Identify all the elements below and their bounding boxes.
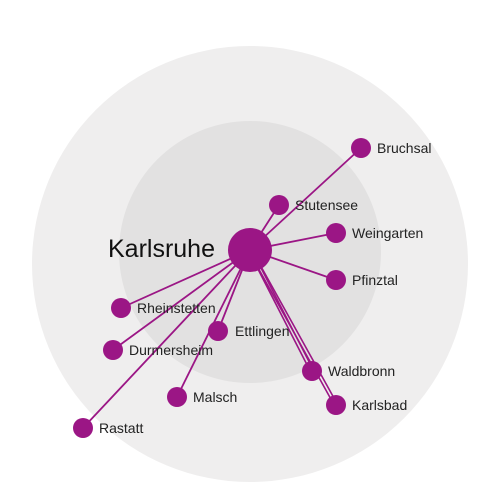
label-stutensee: Stutensee	[295, 197, 358, 213]
label-malsch: Malsch	[193, 389, 237, 405]
node-karlsruhe-hub[interactable]	[228, 228, 272, 272]
edge-bruchsal	[249, 147, 362, 251]
label-rastatt: Rastatt	[99, 420, 143, 436]
label-waldbronn: Waldbronn	[328, 363, 395, 379]
node-stutensee[interactable]	[269, 195, 289, 215]
hub-label: Karlsruhe	[108, 235, 215, 263]
node-malsch[interactable]	[167, 387, 187, 407]
node-rastatt[interactable]	[73, 418, 93, 438]
label-rheinstetten: Rheinstetten	[137, 300, 216, 316]
node-ettlingen[interactable]	[208, 321, 228, 341]
node-karlsbad[interactable]	[326, 395, 346, 415]
node-rheinstetten[interactable]	[111, 298, 131, 318]
label-pfinztal: Pfinztal	[352, 272, 398, 288]
nodes-group	[73, 138, 371, 438]
label-ettlingen: Ettlingen	[235, 323, 289, 339]
label-karlsbad: Karlsbad	[352, 397, 407, 413]
node-pfinztal[interactable]	[326, 270, 346, 290]
edge-durmersheim	[112, 249, 251, 351]
edge-karlsbad-1	[247, 250, 336, 407]
edge-rastatt	[82, 249, 251, 429]
edge-rheinstetten	[120, 249, 251, 309]
label-durmersheim: Durmersheim	[129, 342, 213, 358]
node-waldbronn[interactable]	[302, 361, 322, 381]
node-weingarten[interactable]	[326, 223, 346, 243]
node-durmersheim[interactable]	[103, 340, 123, 360]
label-bruchsal: Bruchsal	[377, 140, 431, 156]
node-bruchsal[interactable]	[351, 138, 371, 158]
label-weingarten: Weingarten	[352, 225, 423, 241]
labels-group: BruchsalStutenseeWeingartenPfinztalRhein…	[99, 140, 431, 436]
edge-karlsbad-2	[250, 248, 339, 405]
